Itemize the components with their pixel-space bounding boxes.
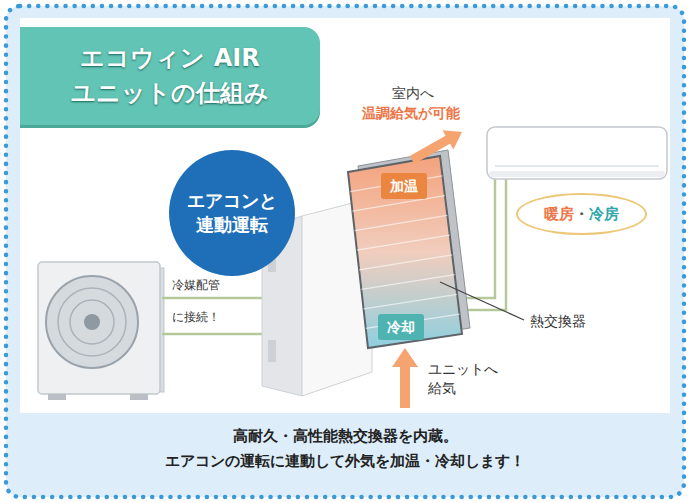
unit-foot — [48, 394, 66, 400]
fin — [355, 215, 448, 230]
indoor-pipe — [460, 179, 506, 310]
node-text: ・ — [574, 205, 589, 223]
pipe-label: 冷媒配管 — [172, 277, 220, 293]
fan-ring — [58, 288, 126, 356]
node-text: エアコンと 連動運転 — [182, 189, 282, 238]
heating-tag: 加温 — [381, 173, 427, 199]
fan-ring — [70, 300, 114, 344]
supply-arrow-shaft — [412, 139, 449, 160]
node-text: 暖房 — [544, 205, 574, 223]
linked-operation-badge: エアコンと 連動運転 — [169, 150, 295, 276]
pipe-label: に接続！ — [172, 309, 220, 325]
fan-hub — [84, 314, 100, 330]
leader-line — [440, 282, 524, 320]
cooling-tag: 冷却 — [378, 314, 424, 340]
mode-ellipse: 暖房・冷房 — [516, 193, 647, 235]
housing-slot — [268, 340, 276, 362]
part-label: 熱交換器 — [530, 312, 586, 331]
feature-label: 温調給気が可能 — [362, 104, 460, 123]
dotted-frame — [6, 6, 684, 497]
white-panel — [20, 18, 670, 413]
outdoor-unit-body — [38, 262, 160, 394]
node-text: 冷却 — [387, 319, 415, 335]
fin — [357, 235, 450, 250]
fin — [359, 255, 452, 270]
unit-foot — [130, 394, 148, 400]
title-text: エコウィン AIR ユニットの仕組み — [34, 41, 306, 111]
intake-arrow-shaft — [400, 364, 410, 408]
indoor-unit-shade — [489, 171, 665, 177]
direction-label: 室内へ — [392, 84, 434, 103]
fin — [364, 294, 458, 309]
direction-label: ユニットへ 給気 — [428, 360, 506, 398]
caption-area: 高耐久・高性能熱交換器を内蔵。 エアコンの運転に連動して外気を加温・冷却します！ — [0, 424, 690, 474]
heat-exchanger — [348, 156, 462, 348]
indoor-unit — [487, 127, 667, 179]
supply-arrow-head — [443, 130, 462, 149]
node-text: 加温 — [390, 178, 418, 194]
fan-grill — [46, 276, 138, 368]
intake-arrow-head — [392, 348, 418, 367]
node-text: 冷房 — [589, 205, 619, 223]
indoor-unit-louver — [495, 165, 659, 167]
title-box: エコウィン AIR ユニットの仕組み — [20, 27, 320, 125]
caption-text: 高耐久・高性能熱交換器を内蔵。 エアコンの運転に連動して外気を加温・冷却します！ — [115, 424, 575, 474]
